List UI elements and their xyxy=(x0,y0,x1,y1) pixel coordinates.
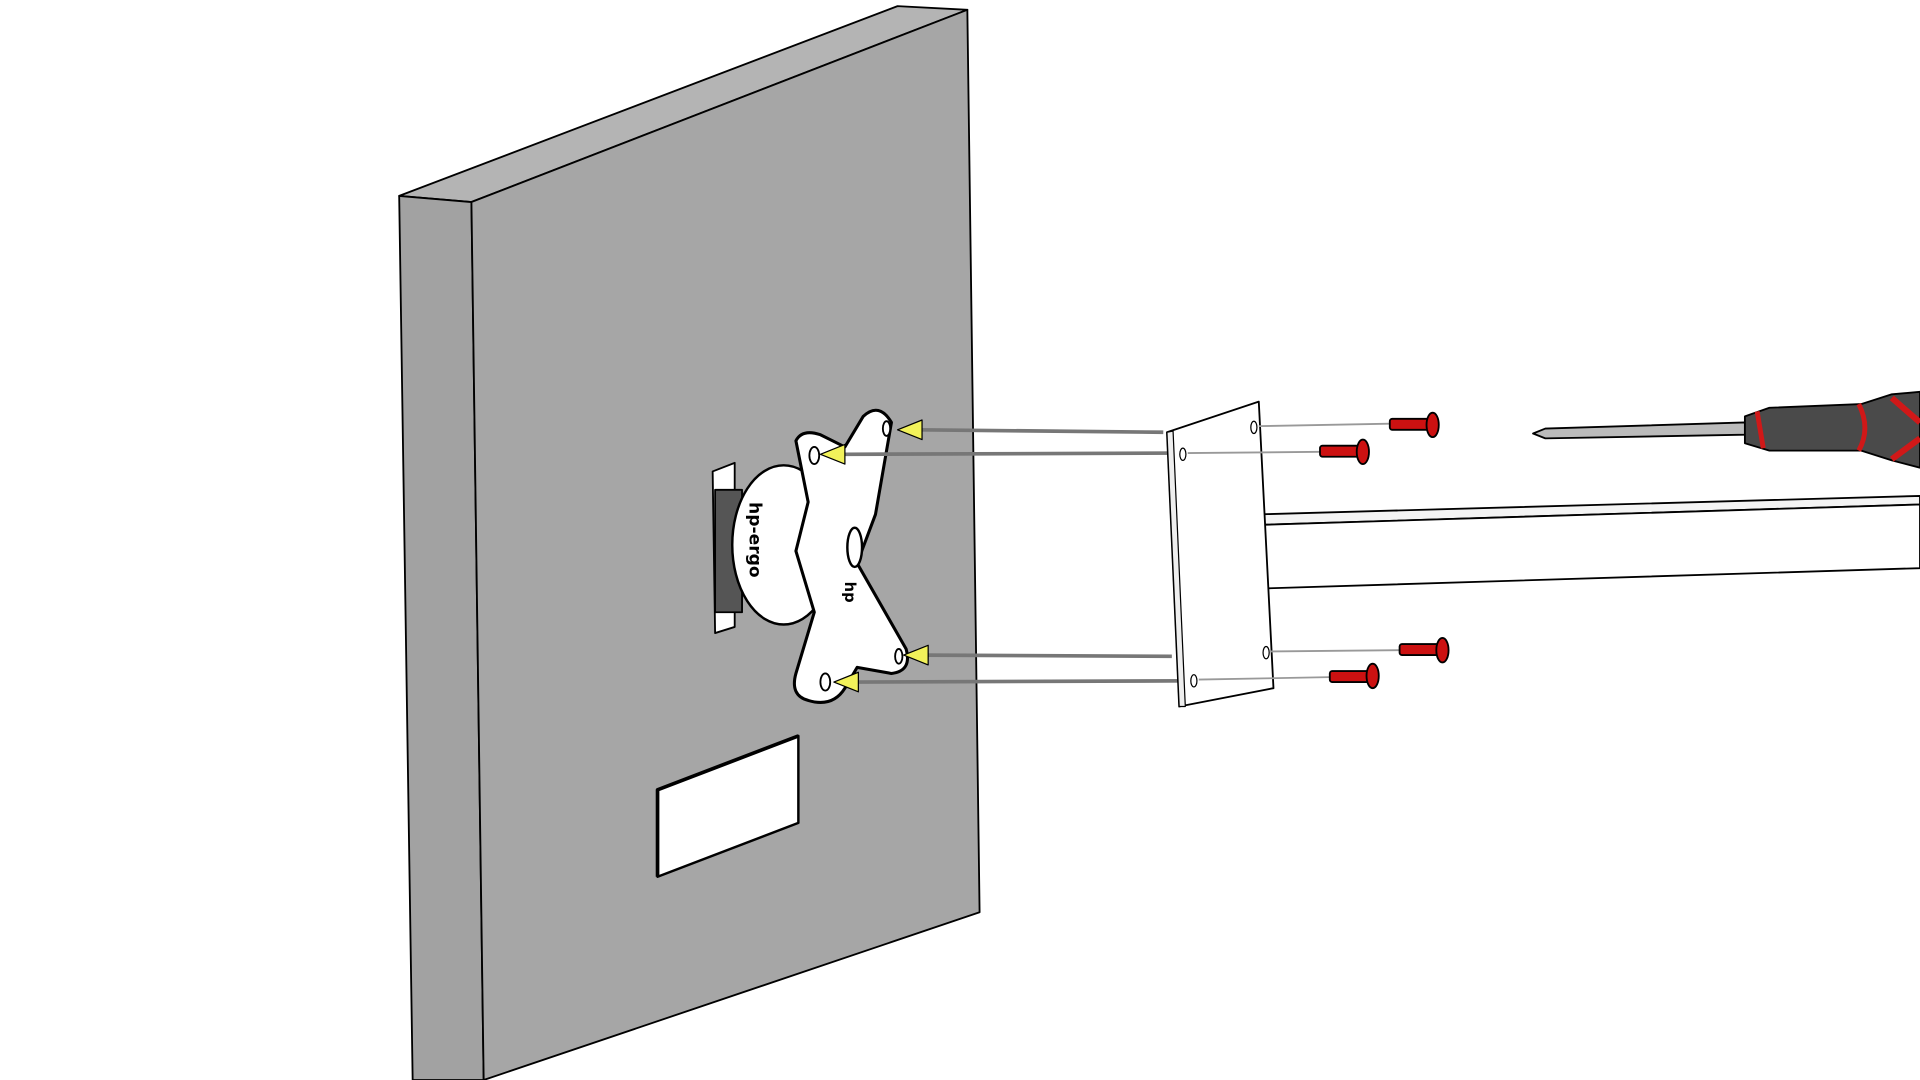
arm-tube xyxy=(1205,495,1920,592)
screws xyxy=(1319,411,1450,690)
screwdriver xyxy=(1532,390,1920,469)
screw xyxy=(1319,438,1370,466)
bracket-hole xyxy=(894,648,904,665)
alignment-arrows xyxy=(819,419,1192,693)
vesa-bracket: hp-ergo hp xyxy=(711,408,910,704)
arrow-head xyxy=(819,443,846,465)
mounting-plate xyxy=(1166,400,1400,708)
screw xyxy=(1398,637,1450,664)
screw xyxy=(1388,411,1440,439)
bracket-hole xyxy=(881,420,892,437)
bracket-hole xyxy=(819,672,832,692)
arrow-head xyxy=(903,644,929,666)
svg-text:hp: hp xyxy=(841,582,858,603)
bracket-logo: hp-ergo xyxy=(744,502,764,578)
monitor-panel xyxy=(398,5,981,1080)
arrow-head xyxy=(896,419,923,441)
arrow-head xyxy=(833,671,859,693)
panel-side-face xyxy=(398,195,485,1080)
bracket-hole xyxy=(808,446,821,465)
screw xyxy=(1328,662,1380,690)
